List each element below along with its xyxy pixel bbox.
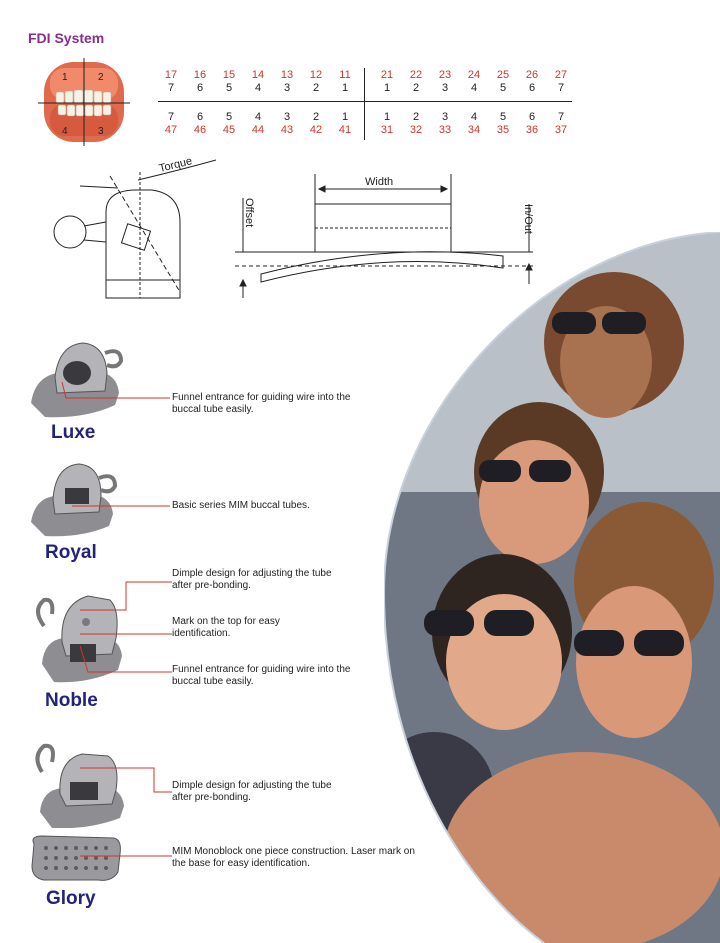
fdi-code: 47 — [164, 124, 178, 136]
fdi-code: 16 — [193, 69, 207, 81]
noble-tube-image — [36, 595, 122, 683]
tooth-number: 1 — [341, 111, 349, 123]
tooth-number: 1 — [383, 111, 391, 123]
tooth-number: 1 — [383, 82, 391, 94]
product-name-royal: Royal — [45, 542, 97, 563]
fdi-chart: 17 16 15 14 13 12 11 21 22 23 24 25 26 2… — [0, 0, 720, 160]
tooth-number: 3 — [441, 82, 449, 94]
fdi-code: 22 — [409, 69, 423, 81]
offset-label: Offset — [243, 198, 255, 227]
fdi-horizontal-divider — [158, 101, 572, 102]
fdi-code: 17 — [164, 69, 178, 81]
tooth-number: 6 — [196, 82, 204, 94]
noble-description-1: Dimple design for adjusting the tube aft… — [172, 568, 332, 591]
glory-description-2: MIM Monoblock one piece construction. La… — [172, 846, 415, 869]
tooth-number: 5 — [499, 111, 507, 123]
luxe-description: Funnel entrance for guiding wire into th… — [172, 392, 351, 415]
dimension-diagram: Width Offset In/Out — [235, 174, 534, 298]
people-photo — [384, 232, 720, 943]
tooth-number: 4 — [470, 111, 478, 123]
tooth-number: 6 — [528, 82, 536, 94]
tooth-number: 6 — [528, 111, 536, 123]
quadrant-4-label: 4 — [62, 126, 68, 137]
fdi-code: 26 — [525, 69, 539, 81]
tooth-number: 5 — [225, 111, 233, 123]
fdi-code: 14 — [251, 69, 265, 81]
fdi-code: 21 — [380, 69, 394, 81]
fdi-code: 35 — [496, 124, 510, 136]
fdi-vertical-divider — [364, 68, 365, 140]
fdi-code: 37 — [554, 124, 568, 136]
tooth-number: 7 — [557, 111, 565, 123]
fdi-code: 12 — [309, 69, 323, 81]
quadrant-3-label: 3 — [98, 126, 104, 137]
fdi-code: 44 — [251, 124, 265, 136]
tooth-number: 4 — [254, 111, 262, 123]
glory-base-image — [31, 835, 121, 881]
fdi-code: 24 — [467, 69, 481, 81]
width-label: Width — [365, 176, 393, 188]
tooth-number: 1 — [341, 82, 349, 94]
tooth-number: 2 — [412, 82, 420, 94]
fdi-code: 31 — [380, 124, 394, 136]
glory-tube-image — [35, 743, 124, 828]
fdi-code: 34 — [467, 124, 481, 136]
fdi-code: 27 — [554, 69, 568, 81]
quadrant-2-label: 2 — [98, 72, 104, 83]
tooth-number: 2 — [312, 111, 320, 123]
fdi-code: 13 — [280, 69, 294, 81]
product-name-luxe: Luxe — [51, 422, 96, 443]
fdi-code: 11 — [339, 69, 351, 81]
fdi-code: 42 — [309, 124, 323, 136]
product-name-glory: Glory — [46, 888, 96, 909]
quadrant-1-label: 1 — [62, 72, 68, 83]
tooth-number: 7 — [557, 82, 565, 94]
fdi-code: 46 — [193, 124, 207, 136]
fdi-code: 15 — [222, 69, 236, 81]
page-title: FDI System — [28, 30, 105, 46]
tooth-number: 6 — [196, 111, 204, 123]
torque-diagram: Torque — [53, 155, 217, 299]
in-out-label: In/Out — [522, 204, 534, 234]
tooth-number: 2 — [312, 82, 320, 94]
dental-model-image: 1 2 4 3 — [38, 58, 130, 146]
tooth-number: 7 — [167, 111, 175, 123]
leader-line — [72, 505, 170, 507]
tooth-number: 5 — [225, 82, 233, 94]
royal-description: Basic series MIM buccal tubes. — [172, 500, 310, 511]
leader-lines — [80, 767, 172, 857]
noble-description-3: Funnel entrance for guiding wire into th… — [172, 664, 351, 687]
tooth-number: 4 — [254, 82, 262, 94]
leader-line — [61, 381, 170, 399]
tooth-number: 4 — [470, 82, 478, 94]
luxe-tube-image — [31, 342, 124, 418]
tooth-number: 7 — [167, 82, 175, 94]
fdi-code: 23 — [438, 69, 452, 81]
fdi-code: 43 — [280, 124, 294, 136]
tooth-number: 3 — [283, 111, 291, 123]
fdi-code: 45 — [222, 124, 236, 136]
fdi-code: 41 — [338, 124, 352, 136]
tooth-number: 5 — [499, 82, 507, 94]
fdi-code: 32 — [409, 124, 423, 136]
torque-label: Torque — [158, 155, 194, 175]
tooth-number: 3 — [283, 82, 291, 94]
product-name-noble: Noble — [45, 690, 98, 711]
fdi-code: 33 — [438, 124, 452, 136]
royal-tube-image — [31, 463, 117, 537]
tooth-number: 3 — [441, 111, 449, 123]
noble-description-2: Mark on the top for easy identification. — [172, 616, 280, 639]
fdi-code: 25 — [496, 69, 510, 81]
tooth-number: 2 — [412, 111, 420, 123]
glory-description-1: Dimple design for adjusting the tube aft… — [172, 780, 332, 803]
fdi-code: 36 — [525, 124, 539, 136]
leader-lines — [80, 581, 172, 673]
